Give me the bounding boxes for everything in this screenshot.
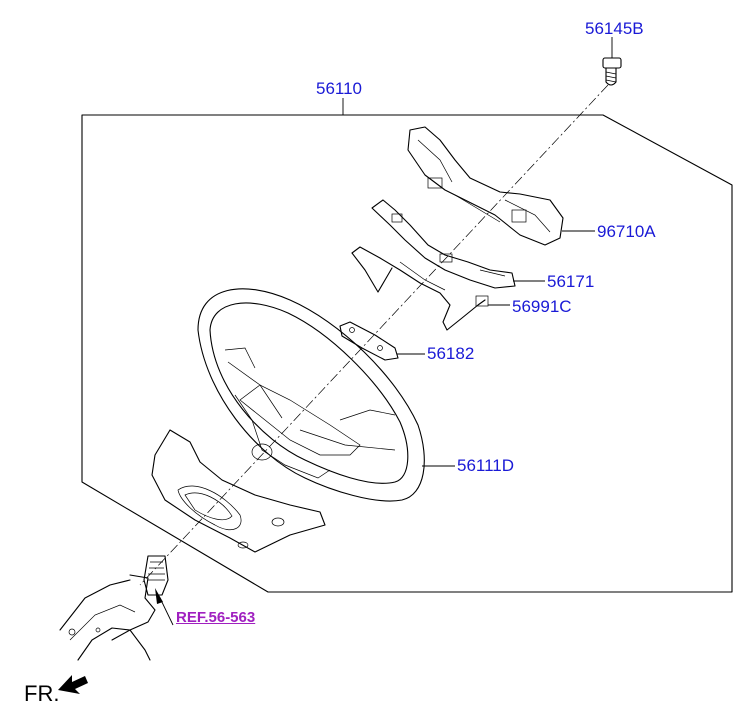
label-56110: 56110	[316, 79, 363, 98]
harness-56991C	[351, 246, 510, 331]
rear-cover	[151, 429, 326, 553]
assembly-boundary	[81, 114, 733, 593]
label-56182: 56182	[427, 344, 475, 363]
ref-link[interactable]: REF.56-563	[176, 609, 256, 626]
steering-column	[59, 555, 169, 661]
ref-leader-arrow	[155, 588, 174, 626]
remote-switch-96710A	[407, 126, 595, 246]
label-96710A: 96710A	[597, 222, 656, 241]
label-56111D: 56111D	[457, 456, 515, 475]
front-arrow-icon	[58, 675, 88, 694]
label-56145B: 56145B	[585, 19, 644, 38]
label-56991C: 56991C	[512, 297, 572, 316]
steering-wheel-56111D	[197, 288, 455, 502]
wiring-56171	[371, 199, 545, 289]
bracket-56182	[339, 321, 425, 361]
bolt-56145B	[602, 37, 622, 86]
label-56171: 56171	[547, 272, 595, 291]
front-direction-label: FR.	[24, 681, 60, 706]
